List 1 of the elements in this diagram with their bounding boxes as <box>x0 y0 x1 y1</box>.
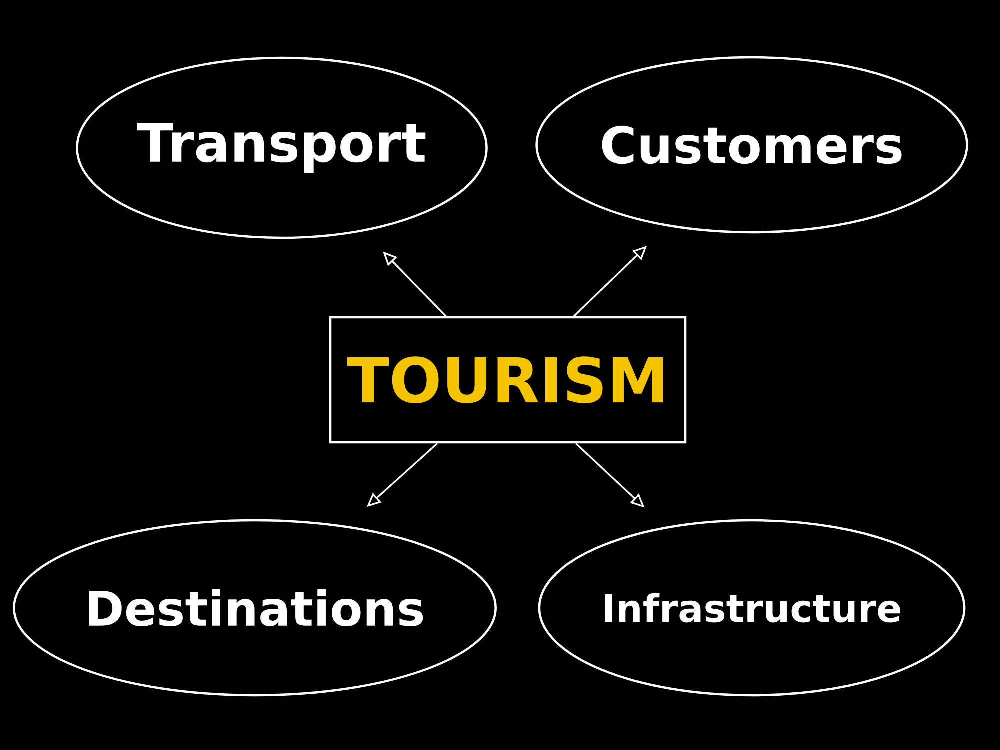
topic-box: TOURISM <box>329 316 687 444</box>
